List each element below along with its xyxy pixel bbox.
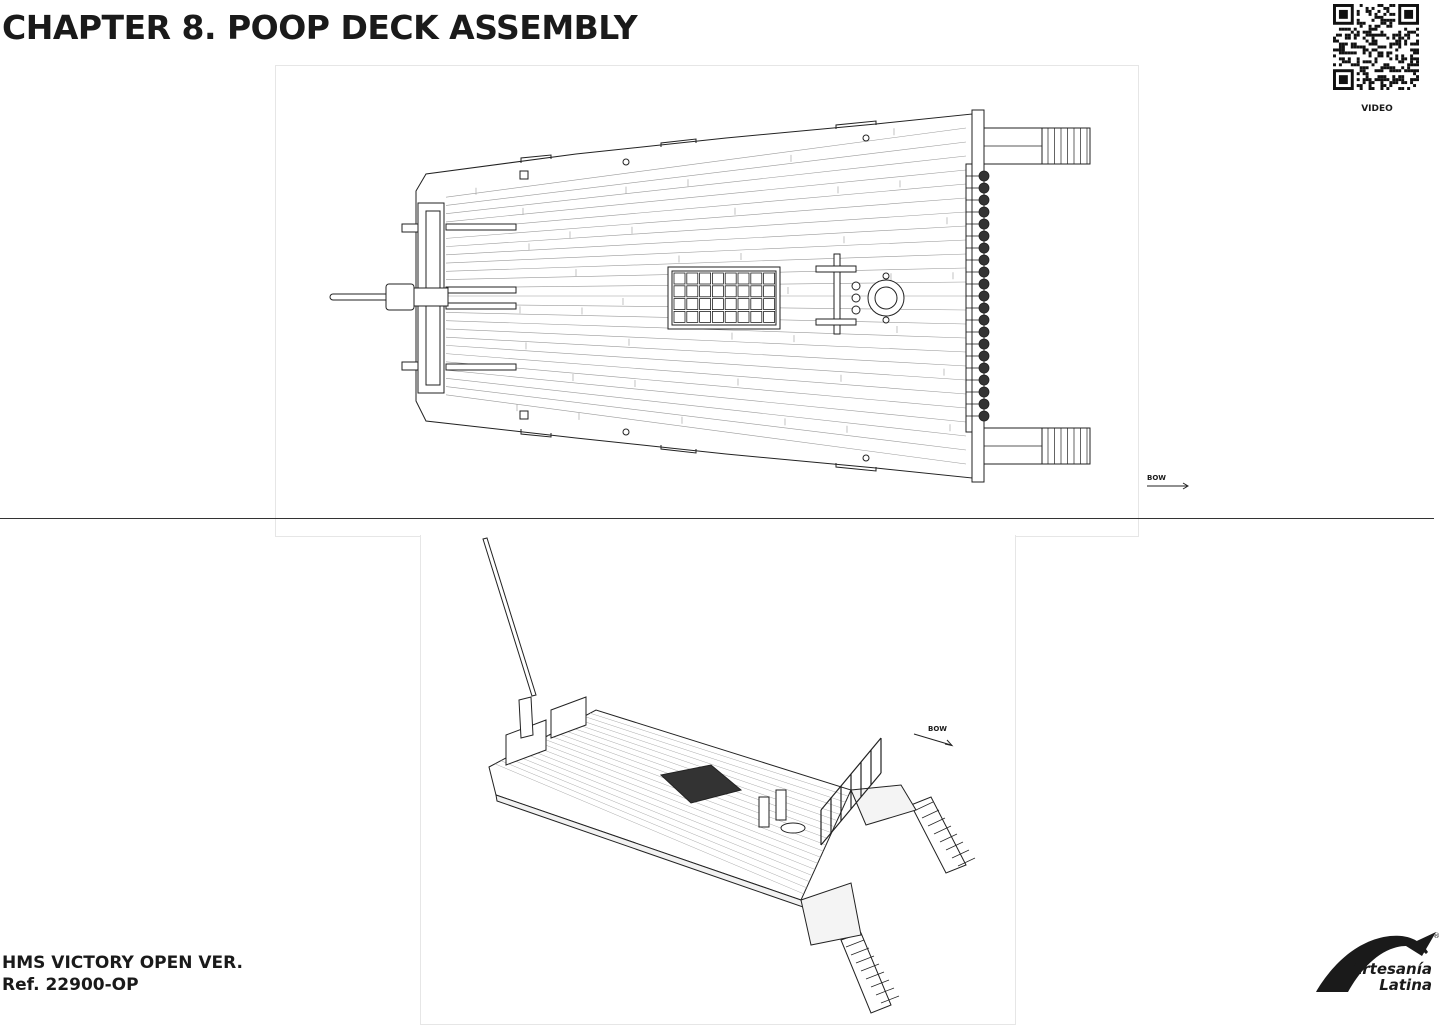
poop-deck-plan-drawing xyxy=(329,109,1091,483)
qr-video-label: VIDEO xyxy=(1361,104,1393,114)
poop-deck-perspective-drawing xyxy=(482,537,976,1014)
section-divider xyxy=(0,518,1434,519)
product-reference: Ref. 22900-OP xyxy=(2,975,139,995)
bow-arrow-icon xyxy=(913,732,955,748)
registered-mark: ® xyxy=(1433,932,1440,940)
brand-name-line1: Artesanía xyxy=(1350,960,1432,978)
plan-view-panel xyxy=(275,65,1139,537)
page-title: CHAPTER 8. POOP DECK ASSEMBLY xyxy=(2,8,638,47)
perspective-view-panel xyxy=(420,535,1016,1025)
bow-arrow-icon xyxy=(1147,482,1191,490)
brand-name-line2: Latina xyxy=(1379,976,1432,994)
perspective-bow-label: BOW xyxy=(928,725,948,733)
product-footer: HMS VICTORY OPEN VER. Ref. 22900-OP xyxy=(2,952,243,996)
plan-bow-label: BOW xyxy=(1147,474,1167,482)
product-name: HMS VICTORY OPEN VER. xyxy=(2,953,244,973)
artesania-latina-logo: Artesanía Latina ® xyxy=(1310,928,1440,1024)
qr-code-icon[interactable] xyxy=(1333,4,1419,90)
